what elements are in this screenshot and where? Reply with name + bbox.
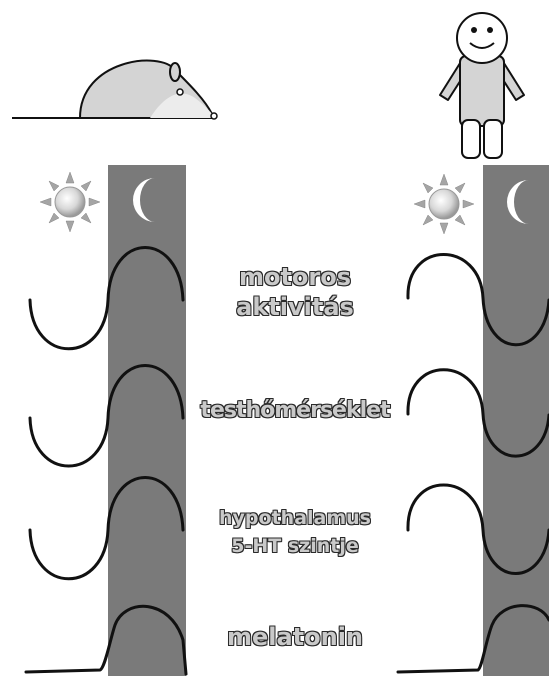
body-temperature-text: testhőmérséklet <box>190 396 400 426</box>
mouse-icon <box>12 61 217 119</box>
melatonin-text: melatonin <box>190 622 400 652</box>
human-icon <box>440 13 524 158</box>
sun-icon <box>414 174 474 234</box>
human-night-band <box>483 165 549 676</box>
body-temperature-label: testhőmérséklet <box>190 396 400 426</box>
motor-activity-label: motoros aktivitás <box>190 262 400 322</box>
serotonin-line1: hypothalamus <box>190 504 400 532</box>
motor-activity-line1: motoros <box>190 262 400 292</box>
serotonin-label: hypothalamus 5-HT szintje <box>190 504 400 560</box>
serotonin-line2: 5-HT szintje <box>190 532 400 560</box>
sun-icon <box>40 172 100 232</box>
melatonin-label: melatonin <box>190 622 400 652</box>
motor-activity-line2: aktivitás <box>190 292 400 322</box>
mouse-night-band <box>108 165 186 676</box>
